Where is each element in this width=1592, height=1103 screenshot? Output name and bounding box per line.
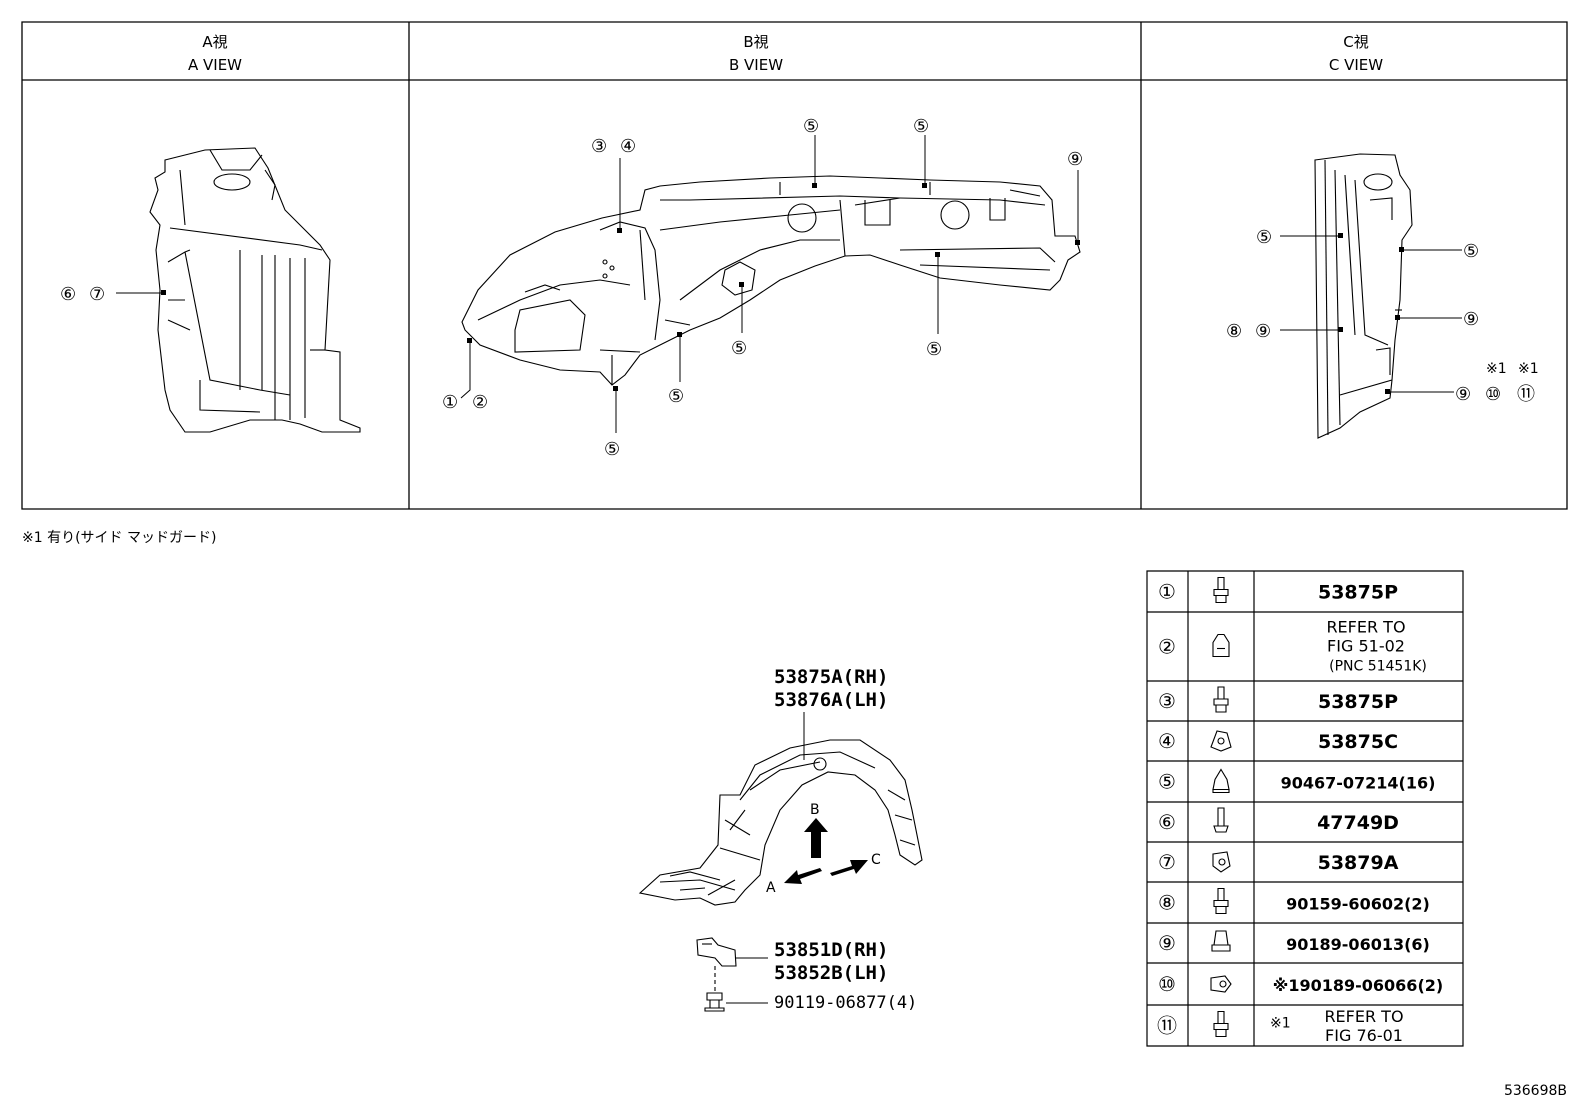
legend-callout-number: ⑥	[1158, 810, 1176, 834]
legend-part-number: 53879A	[1318, 852, 1399, 874]
fender-liner-drawing	[640, 740, 922, 905]
legend-part-number: 90467-07214(16)	[1281, 774, 1436, 793]
bolt-icon	[1214, 578, 1228, 603]
callout-7: ⑦	[89, 284, 105, 305]
a-view-callouts: ⑥ ⑦	[60, 284, 166, 305]
arrow-c	[830, 860, 868, 876]
bolt-drawing	[705, 993, 724, 1011]
c-view-title-en: C VIEW	[1329, 56, 1383, 74]
callout-5: ⑤	[604, 439, 620, 460]
legend-part-number: 53875C	[1318, 731, 1398, 753]
c-view-title-jp: C視	[1343, 33, 1368, 51]
bracket-labels: 53851D(RH) 53852B(LH) 90119-06877(4)	[774, 939, 917, 1013]
callout-11: ⑪	[1517, 384, 1535, 405]
bracket-lh-part-number: 53852B(LH)	[774, 962, 888, 984]
callout-5: ⑤	[668, 386, 684, 407]
callout-5: ⑤	[913, 116, 929, 137]
liner-lh-part-number: 53876A(LH)	[774, 689, 888, 711]
view-headers: A視 A VIEW B視 B VIEW C視 C VIEW	[188, 33, 1383, 74]
callout-6: ⑥	[60, 284, 76, 305]
arrow-a-label: A	[766, 880, 776, 896]
callout-4: ④	[620, 136, 636, 157]
b-view-title-en: B VIEW	[729, 56, 783, 74]
push-clip-icon	[1212, 931, 1230, 951]
rivet-clip-icon	[1213, 770, 1229, 793]
b-view-callouts: ① ② ③ ④ ⑤ ⑤ ⑨ ⑤ ⑤ ⑤ ⑤	[442, 116, 1083, 460]
clip-icon	[1213, 635, 1229, 657]
footnote: ※1 有り(サイド マッドガード)	[22, 530, 216, 546]
arrow-c-label: C	[871, 852, 881, 868]
bolt-part-number: 90119-06877(4)	[774, 993, 917, 1013]
arrow-a	[784, 868, 822, 884]
b-view-liner-drawing	[462, 176, 1080, 385]
view-panels	[22, 22, 1567, 509]
callout-9: ⑨	[1463, 309, 1479, 330]
star-note-11: ※1	[1518, 361, 1539, 377]
callout-1: ①	[442, 392, 458, 413]
view-direction-arrows: B C A	[766, 802, 881, 896]
callout-3: ③	[591, 136, 607, 157]
drawing-number: 536698B	[1504, 1083, 1567, 1099]
callout-9: ⑨	[1255, 321, 1271, 342]
callout-9: ⑨	[1067, 149, 1083, 170]
legend-callout-number: ⑤	[1158, 770, 1176, 794]
callout-5: ⑤	[926, 339, 942, 360]
screw-icon	[1214, 808, 1228, 832]
bolt-icon	[1214, 687, 1228, 712]
legend-callout-number: ③	[1158, 689, 1176, 713]
legend-callout-number: ④	[1158, 729, 1176, 753]
legend-callout-number: ⑪	[1157, 1014, 1177, 1038]
bolt-icon	[1214, 889, 1228, 914]
callout-9: ⑨	[1455, 384, 1471, 405]
legend-callout-number: ②	[1158, 635, 1176, 659]
bracket-drawing	[697, 938, 736, 992]
arrow-b	[804, 818, 828, 858]
liner-rh-part-number: 53875A(RH)	[774, 666, 888, 688]
legend-star-note: ※1	[1270, 1016, 1291, 1032]
callout-8: ⑧	[1226, 321, 1242, 342]
callout-10: ⑩	[1485, 384, 1501, 405]
callout-2: ②	[472, 392, 488, 413]
star-note-10: ※1	[1486, 361, 1507, 377]
callout-5: ⑤	[1463, 241, 1479, 262]
nut-clip-icon	[1211, 731, 1231, 751]
c-view-liner-drawing	[1315, 154, 1412, 438]
legend-callout-number: ⑧	[1158, 891, 1176, 915]
bolt-icon	[1214, 1012, 1228, 1037]
legend-callout-number: ⑨	[1158, 931, 1176, 955]
c-view-attach-points	[1338, 233, 1404, 394]
legend-part-number: 47749D	[1317, 812, 1399, 834]
legend-callout-number: ①	[1158, 580, 1176, 604]
callout-5: ⑤	[731, 338, 747, 359]
legend-part-number: ※190189-06066(2)	[1273, 976, 1443, 995]
bracket-rh-part-number: 53851D(RH)	[774, 939, 888, 961]
cap-clip-icon	[1211, 976, 1231, 992]
a-view-title-en: A VIEW	[188, 56, 242, 74]
c-view-leaders	[1280, 236, 1462, 392]
legend-reference-text: REFER TO	[1324, 1007, 1403, 1026]
legend-reference-text: REFER TO	[1326, 618, 1405, 637]
legend-part-number: 53875P	[1318, 691, 1398, 713]
callout-5: ⑤	[1256, 227, 1272, 248]
a-view-liner-drawing	[150, 148, 360, 432]
legend-callout-number: ⑩	[1158, 972, 1176, 996]
c-view-callouts: ⑤ ⑤ ⑧ ⑨ ⑨ ※1 ※1 ⑨ ⑩ ⑪	[1226, 227, 1539, 405]
legend-reference-text: (PNC 51451K)	[1329, 659, 1427, 675]
legend-reference-text: FIG 51-02	[1327, 637, 1405, 656]
legend-part-number: 90189-06013(6)	[1286, 935, 1430, 954]
main-assembly-labels: 53875A(RH) 53876A(LH)	[774, 666, 888, 711]
b-view-leaders	[461, 135, 1078, 433]
b-view-attach-points	[467, 183, 1080, 391]
legend-reference-text: FIG 76-01	[1325, 1026, 1403, 1045]
legend-part-number: 53875P	[1318, 582, 1398, 604]
a-view-title-jp: A視	[202, 33, 227, 51]
grommet-icon	[1213, 852, 1230, 872]
b-view-title-jp: B視	[743, 33, 768, 51]
legend-part-number: 90159-60602(2)	[1286, 895, 1430, 914]
callout-5: ⑤	[803, 116, 819, 137]
arrow-b-label: B	[810, 802, 820, 818]
legend-callout-number: ⑦	[1158, 850, 1176, 874]
